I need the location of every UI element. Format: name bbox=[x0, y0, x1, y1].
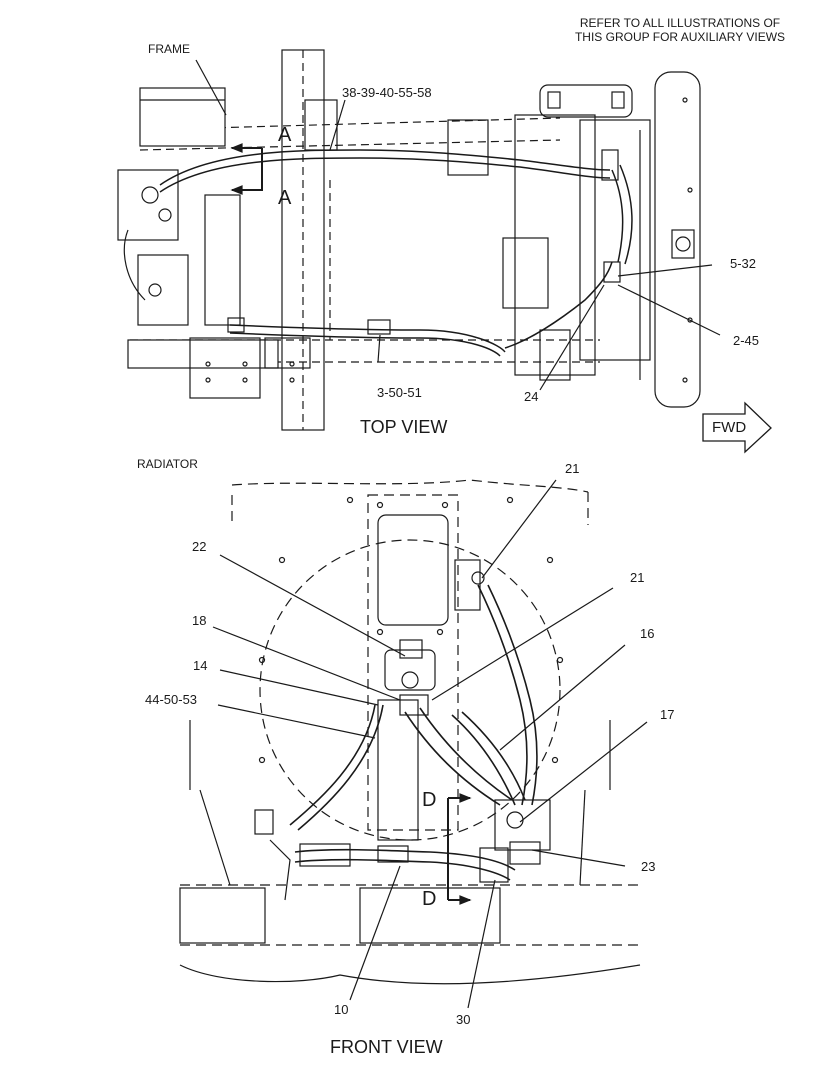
reference-note-line-1: REFER TO ALL ILLUSTRATIONS OF bbox=[579, 16, 781, 30]
fwd-label: FWD bbox=[712, 419, 747, 436]
callout-23: 23 bbox=[641, 859, 656, 874]
section-a-upper: A bbox=[278, 124, 292, 146]
callout-30: 30 bbox=[456, 1012, 471, 1027]
callout-14: 14 bbox=[193, 658, 208, 673]
top-view-drawing bbox=[117, 49, 721, 431]
callout-3-50-51: 3-50-51 bbox=[377, 385, 422, 400]
callout-22: 22 bbox=[192, 539, 207, 554]
front-view-title: FRONT VIEW bbox=[330, 1037, 443, 1057]
callout-18: 18 bbox=[192, 613, 207, 628]
section-a-lower: A bbox=[278, 187, 292, 209]
callout-44-50-53: 44-50-53 bbox=[145, 692, 198, 707]
callout-21-upper: 21 bbox=[565, 461, 580, 476]
fwd-arrow bbox=[702, 401, 772, 454]
radiator-label: RADIATOR bbox=[137, 457, 198, 471]
frame-label: FRAME bbox=[148, 42, 190, 56]
top-view-title: TOP VIEW bbox=[360, 417, 448, 437]
callout-38-39-40-55-58: 38-39-40-55-58 bbox=[342, 85, 432, 100]
callout-10: 10 bbox=[334, 1002, 349, 1017]
front-view-drawing bbox=[179, 479, 648, 1009]
callout-21-lower: 21 bbox=[630, 570, 645, 585]
callout-17: 17 bbox=[660, 707, 675, 722]
section-d-upper: D bbox=[422, 789, 437, 811]
callout-16: 16 bbox=[640, 626, 655, 641]
reference-note-line-2: THIS GROUP FOR AUXILIARY VIEWS bbox=[574, 30, 786, 44]
callout-5-32: 5-32 bbox=[730, 256, 757, 271]
section-d-lower: D bbox=[422, 888, 437, 910]
reference-note: REFER TO ALL ILLUSTRATIONS OF THIS GROUP… bbox=[560, 16, 800, 44]
callout-2-45: 2-45 bbox=[733, 333, 760, 348]
callout-24: 24 bbox=[524, 389, 539, 404]
